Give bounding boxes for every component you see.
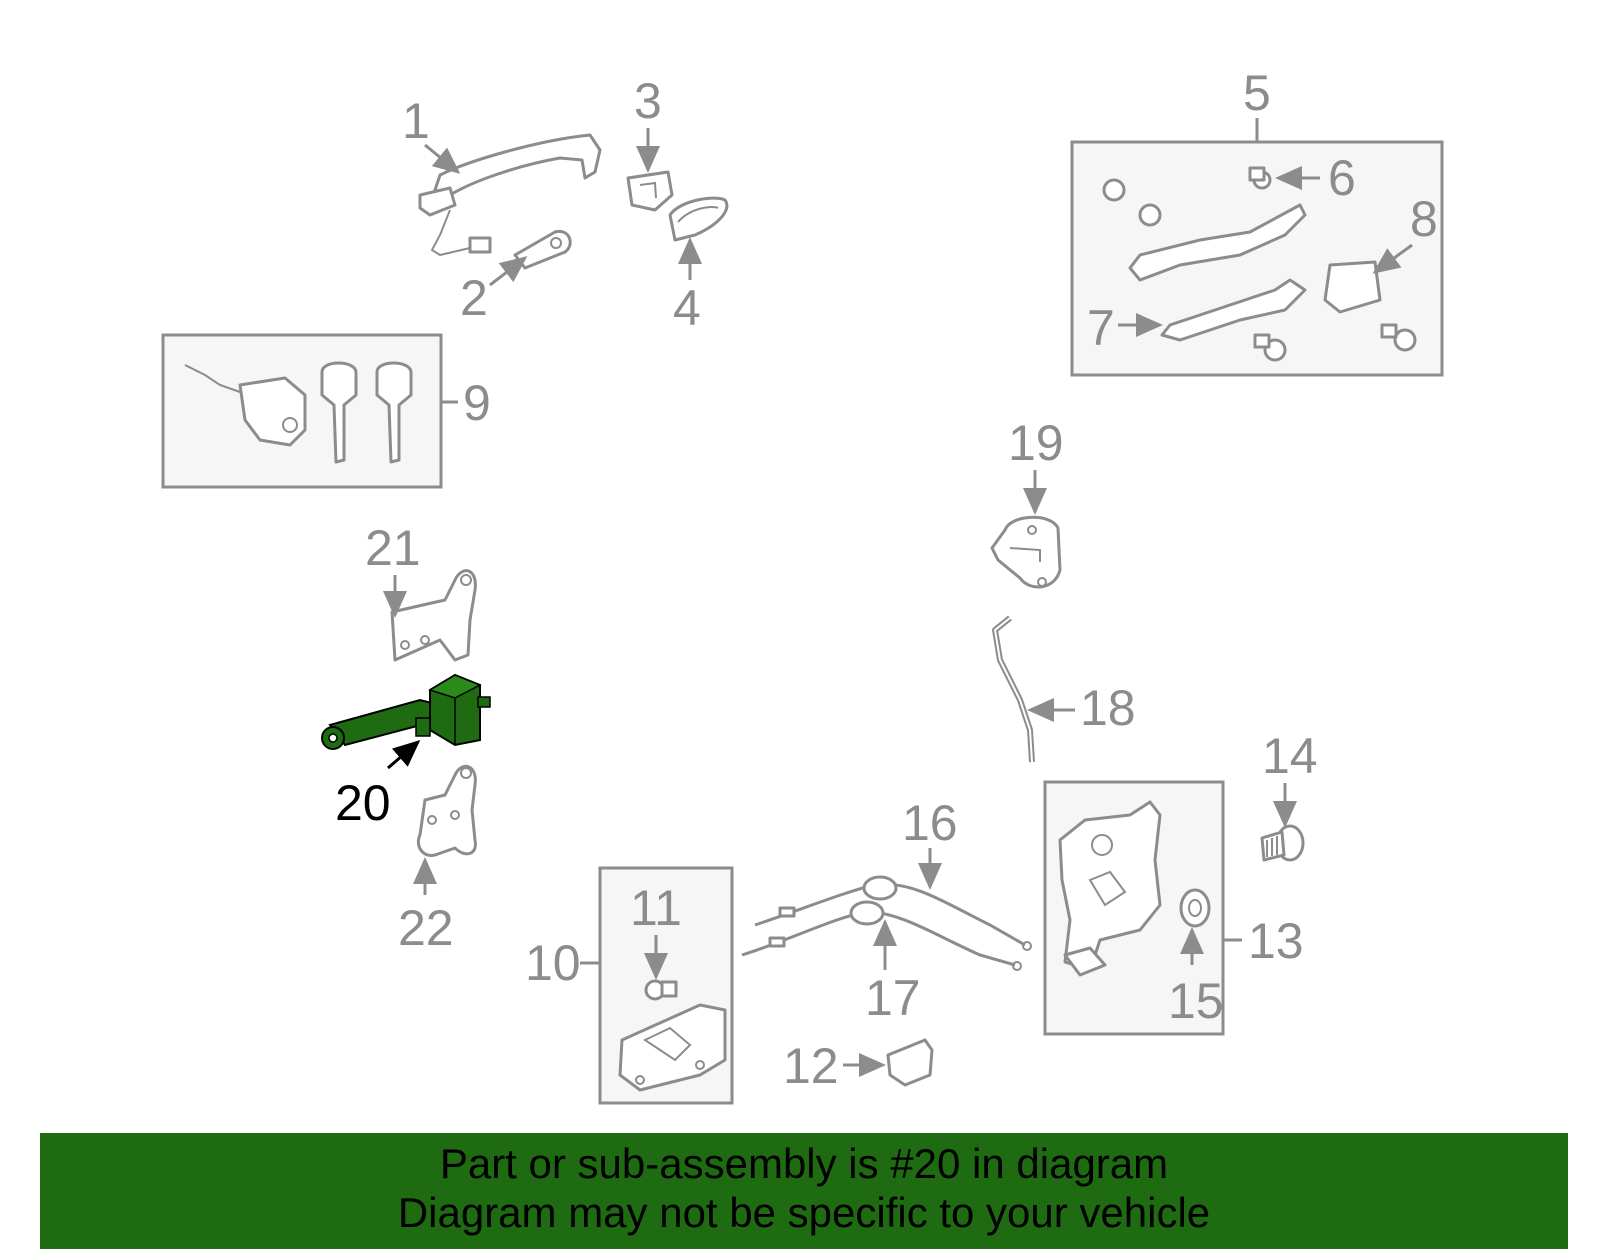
- callout-12: 12: [783, 1038, 839, 1094]
- part-18-lock-rod[interactable]: [992, 615, 1035, 763]
- callout-10: 10: [525, 935, 581, 991]
- leader-8: [1372, 243, 1413, 274]
- leader-1: [424, 143, 461, 174]
- callout-2: 2: [460, 270, 488, 326]
- group-5-handle-frame-kit[interactable]: [1070, 140, 1444, 377]
- part-1-outside-handle[interactable]: [418, 133, 602, 257]
- part-2-cap[interactable]: [513, 229, 572, 270]
- callout-4: 4: [673, 280, 701, 336]
- part-16-cable[interactable]: [754, 875, 1032, 951]
- group-9-lock-cylinder-keys[interactable]: [161, 333, 443, 489]
- callout-13: 13: [1248, 913, 1304, 969]
- callout-20: 20: [335, 775, 391, 831]
- callout-19: 19: [1008, 415, 1064, 471]
- callout-14: 14: [1262, 728, 1318, 784]
- part-21-upper-hinge[interactable]: [390, 569, 477, 662]
- group-13-lock-assembly[interactable]: [1043, 780, 1225, 1036]
- callout-9: 9: [463, 375, 491, 431]
- part-19-striker[interactable]: [990, 515, 1062, 589]
- callout-6: 6: [1328, 150, 1356, 206]
- callout-5: 5: [1243, 65, 1271, 121]
- banner-line-disclaimer: Diagram may not be specific to your vehi…: [397, 1189, 1211, 1236]
- group-10-inside-handle[interactable]: [598, 866, 734, 1105]
- callout-3: 3: [634, 73, 662, 129]
- callout-18: 18: [1080, 680, 1136, 736]
- leader-20: [387, 740, 421, 770]
- callout-16: 16: [902, 795, 958, 851]
- callout-1: 1: [402, 93, 430, 149]
- leader-2: [489, 256, 528, 287]
- part-14-screw[interactable]: [1260, 824, 1305, 862]
- callout-22: 22: [398, 900, 454, 956]
- part-3-bracket[interactable]: [626, 170, 674, 212]
- callout-15: 15: [1168, 973, 1224, 1029]
- part-17-cable[interactable]: [741, 900, 1022, 971]
- part-20-door-check[interactable]: [321, 673, 491, 750]
- part-22-lower-hinge[interactable]: [416, 764, 477, 857]
- info-banner: Part or sub-assembly is #20 in diagram D…: [40, 1133, 1568, 1249]
- part-12-cover[interactable]: [886, 1038, 934, 1087]
- banner-line-part-number: Part or sub-assembly is #20 in diagram: [439, 1140, 1169, 1187]
- callout-8: 8: [1410, 191, 1438, 247]
- part-4-pad[interactable]: [668, 196, 729, 242]
- callout-17: 17: [865, 970, 921, 1026]
- callout-7: 7: [1087, 300, 1115, 356]
- callout-21: 21: [365, 520, 421, 576]
- callout-11: 11: [630, 880, 682, 936]
